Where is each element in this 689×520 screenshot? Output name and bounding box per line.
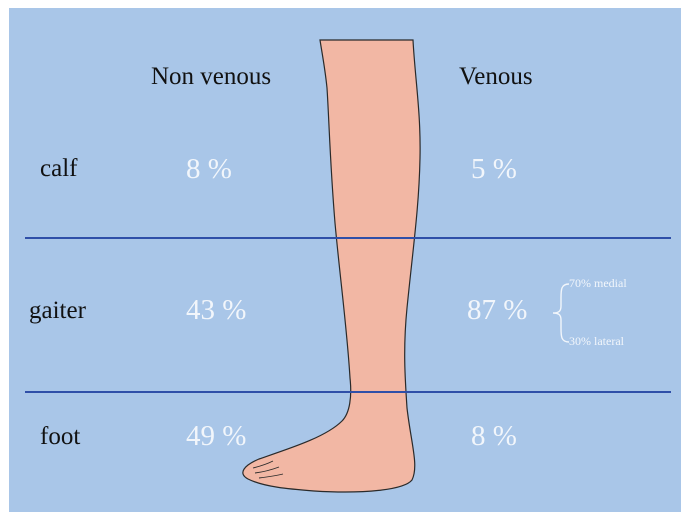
row-label-calf: calf bbox=[40, 155, 77, 183]
calf-non-venous-value: 8 % bbox=[186, 153, 232, 186]
diagram-panel: Non venous Venous calf 8 % 5 % gaiter 43… bbox=[9, 8, 681, 512]
gaiter-non-venous-value: 43 % bbox=[186, 294, 246, 327]
leg-outline bbox=[243, 40, 420, 492]
gaiter-medial-note: 70% medial bbox=[569, 276, 627, 291]
divider-gaiter-foot bbox=[25, 391, 671, 393]
gaiter-venous-value: 87 % bbox=[467, 294, 527, 327]
gaiter-lateral-note: 30% lateral bbox=[569, 334, 624, 349]
foot-non-venous-value: 49 % bbox=[186, 420, 246, 453]
divider-calf-gaiter bbox=[25, 237, 671, 239]
row-label-gaiter: gaiter bbox=[29, 297, 86, 325]
gaiter-breakdown-brace bbox=[539, 282, 573, 344]
foot-venous-value: 8 % bbox=[471, 420, 517, 453]
row-label-foot: foot bbox=[40, 423, 80, 451]
header-non-venous: Non venous bbox=[151, 63, 271, 91]
header-venous: Venous bbox=[459, 63, 533, 91]
leg-illustration bbox=[9, 8, 681, 512]
calf-venous-value: 5 % bbox=[471, 153, 517, 186]
